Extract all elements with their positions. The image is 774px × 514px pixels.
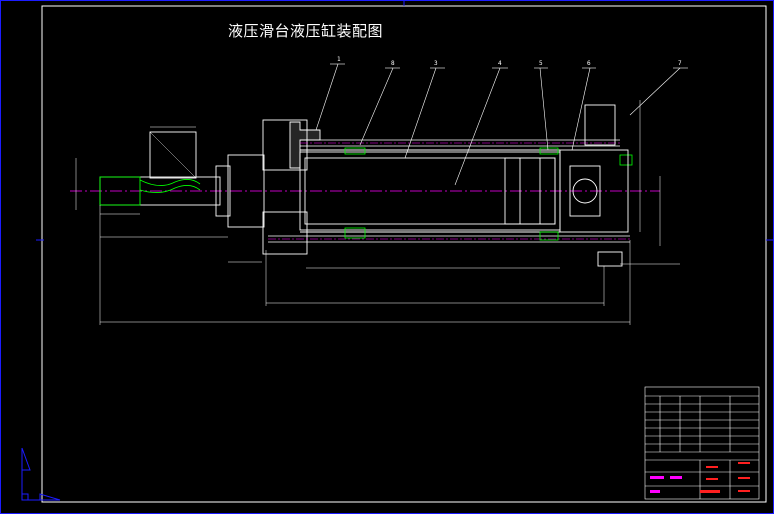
- callout-1: 1: [337, 56, 341, 63]
- callout-5: 5: [539, 60, 543, 67]
- callout-8: 8: [391, 60, 395, 67]
- sheet-inner-border: [41, 5, 767, 503]
- seal-hatching: [344, 147, 633, 241]
- rod-end-block[interactable]: [149, 131, 197, 179]
- callout-7: 7: [678, 60, 682, 67]
- callout-3: 3: [434, 60, 438, 67]
- title-block-red-marks: [700, 462, 750, 493]
- callout-6: 6: [587, 60, 591, 67]
- dimension-lines: [75, 100, 680, 325]
- piston-rod[interactable]: [99, 176, 221, 206]
- tie-rods: [268, 139, 630, 243]
- title-block-magenta-marks: [650, 476, 682, 493]
- callout-4: 4: [498, 60, 502, 67]
- piston[interactable]: [504, 157, 556, 225]
- cylinder-barrel[interactable]: [299, 149, 561, 233]
- title-block: [644, 386, 760, 500]
- callout-leaders: [315, 63, 688, 186]
- drawing-title: 液压滑台液压缸装配图: [228, 22, 384, 40]
- rear-end-cap[interactable]: [559, 104, 629, 267]
- ucs-axis-icon: [21, 447, 61, 501]
